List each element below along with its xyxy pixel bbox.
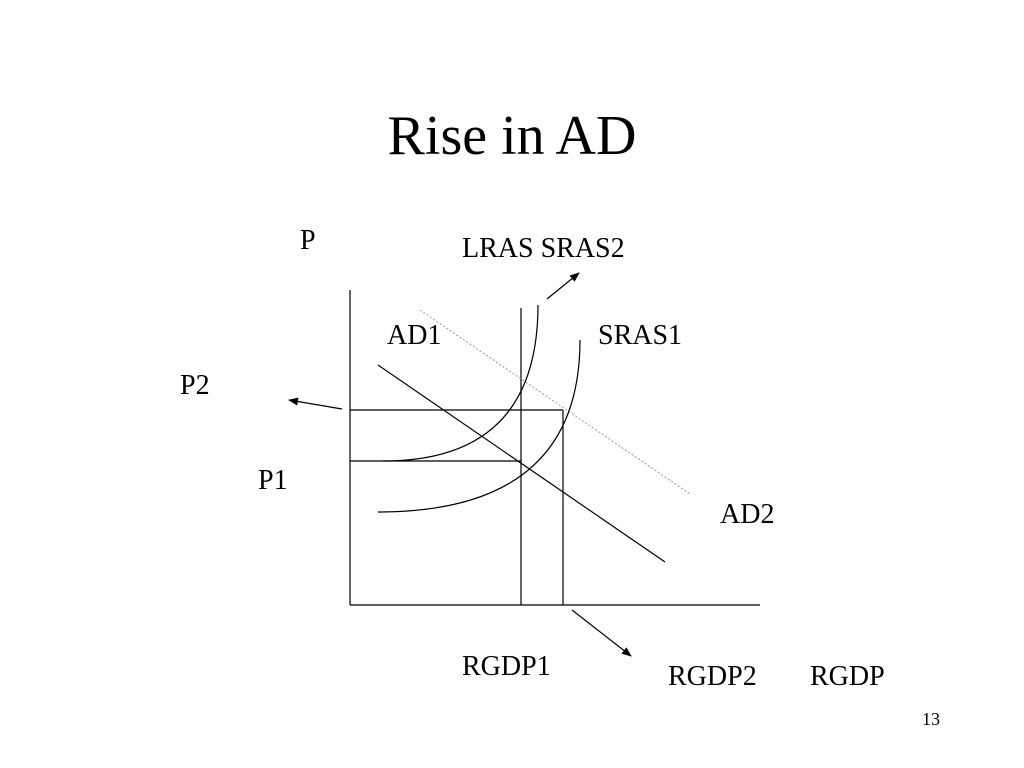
ad2-curve <box>419 309 691 495</box>
sras2-arrow <box>546 272 580 300</box>
rgdp1-label: RGDP1 <box>462 651 551 682</box>
p1-label: P1 <box>258 465 288 496</box>
sras1-label: SRAS1 <box>598 320 683 351</box>
rgdp-axis-label: RGDP <box>810 661 885 692</box>
ad1-curve <box>377 364 666 563</box>
rgdp2-arrow <box>571 609 632 657</box>
lras-sras2-label: LRAS SRAS2 <box>462 233 625 264</box>
ad2-label: AD2 <box>720 499 775 530</box>
slide-title: Rise in AD <box>387 105 637 167</box>
p-axis-label: P <box>300 225 316 256</box>
page-number: 13 <box>922 709 940 729</box>
rgdp2-label: RGDP2 <box>668 661 757 692</box>
ad1-label: AD1 <box>387 320 442 351</box>
p2-label: P2 <box>180 370 210 401</box>
sras2-curve <box>382 304 539 462</box>
sras1-curve <box>377 339 581 513</box>
p2-arrow <box>288 397 343 410</box>
